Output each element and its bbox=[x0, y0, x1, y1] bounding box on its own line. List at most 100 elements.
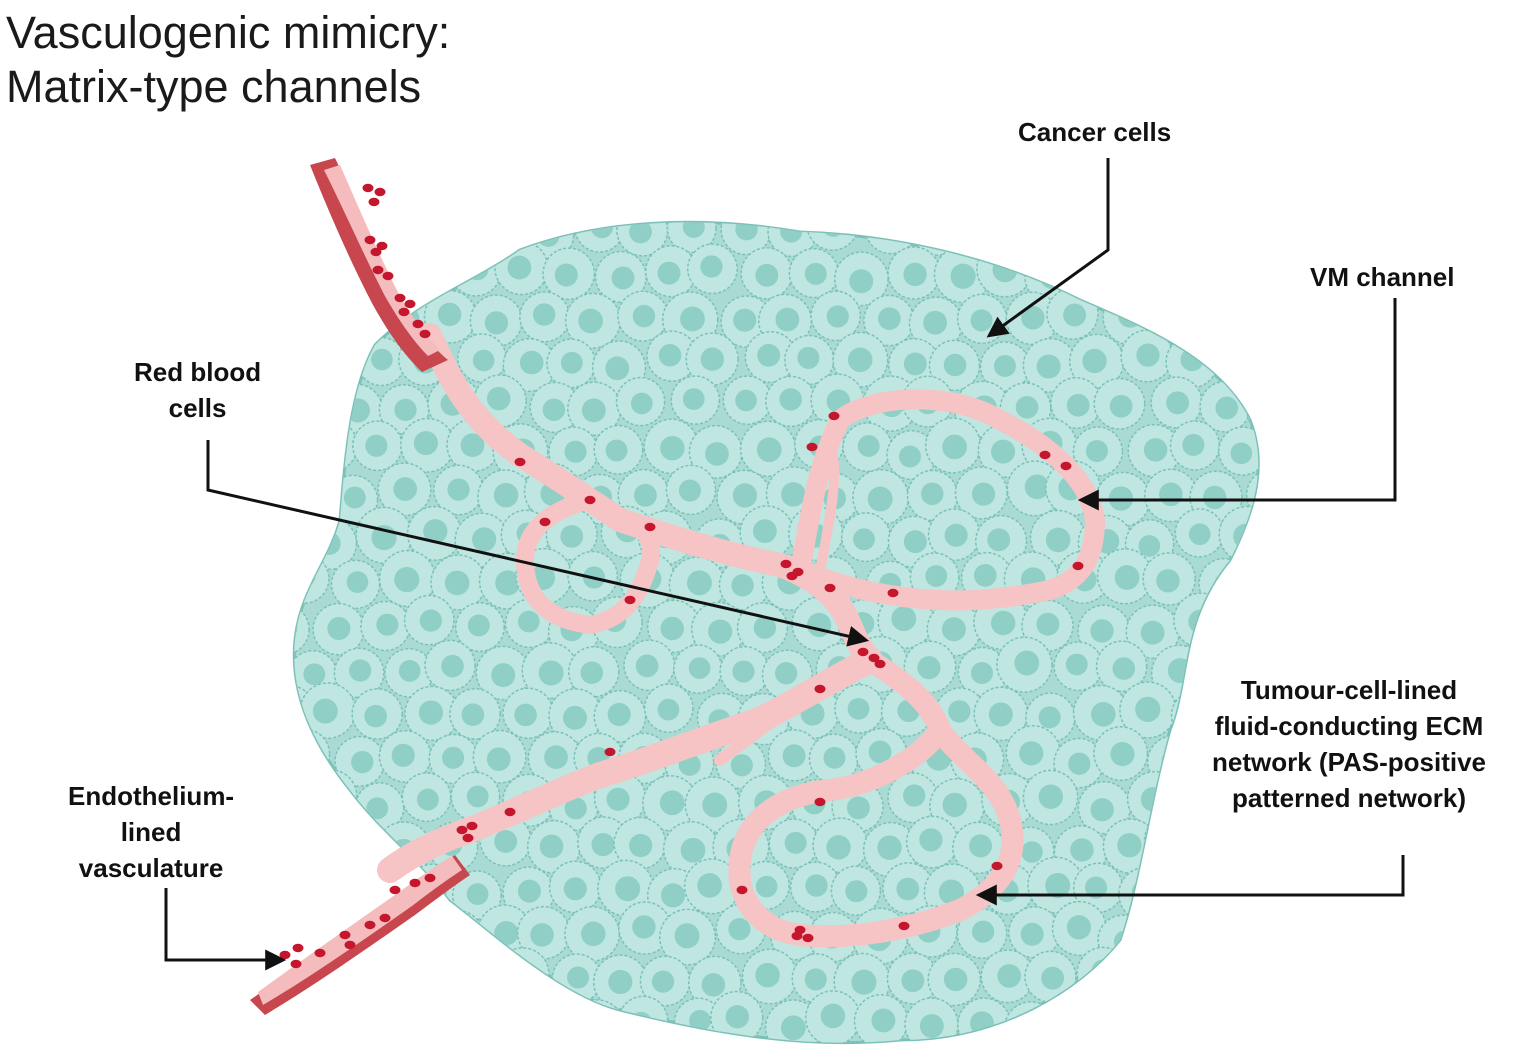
red-blood-cell-icon bbox=[364, 920, 376, 930]
cancer-cell bbox=[294, 294, 333, 347]
cancer-cell bbox=[519, 291, 571, 343]
cancer-cell bbox=[903, 640, 957, 694]
cancer-cell bbox=[294, 514, 308, 565]
cancer-cell bbox=[593, 424, 644, 475]
red-blood-cell-icon bbox=[736, 885, 748, 895]
cancer-cell bbox=[1152, 290, 1204, 342]
cancer-cell bbox=[449, 687, 501, 740]
red-blood-cell-icon bbox=[292, 943, 304, 953]
cancer-cell bbox=[887, 246, 941, 300]
cancer-cell bbox=[447, 953, 505, 1010]
red-blood-cell-icon bbox=[786, 571, 798, 581]
cancer-cell bbox=[1006, 222, 1064, 264]
cancer-cell bbox=[424, 639, 476, 692]
cancer-cell bbox=[952, 821, 1005, 875]
cancer-cell bbox=[1095, 640, 1148, 693]
cancer-cell bbox=[294, 603, 310, 656]
cancer-cell bbox=[1200, 823, 1254, 877]
cancer-cell bbox=[617, 290, 669, 342]
red-blood-cell-icon bbox=[814, 684, 826, 694]
cancer-cell bbox=[670, 375, 721, 425]
cancer-cell bbox=[312, 602, 366, 656]
red-blood-cell-icon bbox=[624, 595, 636, 605]
cancer-cell bbox=[853, 993, 909, 1043]
label-ecm-line4: patterned network) bbox=[1231, 783, 1467, 813]
cancer-cell bbox=[379, 996, 431, 1043]
cancer-cell bbox=[384, 647, 434, 698]
arrow-cancer-cells bbox=[986, 158, 1110, 338]
cancer-cell bbox=[740, 247, 793, 300]
cancer-cell bbox=[765, 375, 817, 428]
red-blood-cell-icon bbox=[887, 588, 899, 598]
cancer-cell bbox=[1222, 943, 1259, 1002]
cancer-cell bbox=[1022, 769, 1079, 826]
cancer-cell bbox=[1214, 859, 1259, 915]
cancer-cell bbox=[304, 252, 356, 304]
cancer-cell bbox=[933, 245, 992, 304]
cancer-cell bbox=[789, 861, 842, 913]
cancer-cell bbox=[979, 341, 1031, 392]
cancer-cell bbox=[302, 768, 358, 824]
cancer-cell bbox=[1248, 816, 1259, 866]
cancer-cell bbox=[529, 381, 581, 434]
cancer-cell bbox=[1120, 329, 1174, 383]
cancer-cell bbox=[832, 331, 889, 388]
arrow-vm-channel bbox=[1077, 298, 1397, 511]
cancer-cell bbox=[428, 733, 480, 785]
cancer-cell bbox=[299, 682, 357, 740]
cancer-cell bbox=[719, 645, 770, 697]
cancer-cell bbox=[976, 240, 1034, 298]
cancer-cell bbox=[469, 222, 527, 254]
cancer-cell bbox=[1150, 376, 1203, 429]
cancer-cell bbox=[1081, 251, 1132, 302]
red-blood-cell-icon bbox=[874, 659, 886, 669]
cancer-cell bbox=[1022, 337, 1078, 393]
label-endothelium-line2: lined bbox=[120, 817, 182, 847]
cancer-cell bbox=[1172, 864, 1222, 915]
cancer-cell bbox=[1199, 222, 1256, 258]
cancer-cell bbox=[665, 464, 717, 516]
cancer-cell bbox=[1191, 287, 1249, 345]
cancer-cell bbox=[768, 818, 819, 869]
cancer-cell bbox=[502, 337, 557, 393]
cancer-cell bbox=[741, 948, 798, 1005]
cancer-cell bbox=[1102, 991, 1157, 1043]
label-ecm-line2: fluid-conducting ECM bbox=[1214, 711, 1484, 741]
cancer-cell bbox=[690, 601, 747, 657]
vm-channel-network bbox=[377, 323, 1105, 948]
blood-vessel-icon bbox=[250, 855, 470, 1015]
red-blood-cell-icon bbox=[290, 959, 302, 969]
title-line-2: Matrix-type channels bbox=[6, 61, 422, 112]
cancer-cell bbox=[863, 294, 915, 347]
cancer-cell bbox=[842, 422, 893, 473]
cancer-cell bbox=[1199, 990, 1254, 1043]
red-blood-cell-icon bbox=[780, 559, 792, 569]
cancer-cell bbox=[545, 508, 598, 561]
red-blood-cell-icon bbox=[404, 299, 416, 309]
red-blood-cell-icon bbox=[339, 930, 351, 940]
cancer-cell bbox=[852, 468, 910, 526]
cancer-cell bbox=[564, 905, 621, 962]
cancer-cell bbox=[1024, 950, 1077, 1003]
cancer-cell bbox=[433, 464, 484, 516]
red-blood-cell-icon bbox=[791, 931, 803, 941]
red-blood-cell-icon bbox=[1072, 561, 1084, 571]
red-blood-cell-icon bbox=[857, 647, 869, 657]
label-rbc-line2: cells bbox=[168, 393, 227, 423]
cancer-cell bbox=[1076, 946, 1130, 1000]
cancer-cell bbox=[401, 772, 452, 823]
cancer-cell bbox=[1143, 813, 1199, 869]
cancer-cell bbox=[1221, 333, 1259, 389]
red-blood-cell-icon bbox=[364, 235, 376, 245]
red-blood-cell-icon bbox=[806, 442, 818, 452]
cancer-cell bbox=[424, 222, 476, 258]
cancer-cell bbox=[618, 901, 672, 955]
cancer-cell bbox=[1102, 818, 1159, 874]
cancer-cell bbox=[360, 600, 411, 652]
cancer-cell bbox=[403, 242, 456, 295]
cancer-cell bbox=[661, 291, 719, 348]
red-blood-cell-icon bbox=[644, 522, 656, 532]
cancer-cell bbox=[996, 636, 1053, 693]
cancer-cell bbox=[1149, 1001, 1201, 1043]
